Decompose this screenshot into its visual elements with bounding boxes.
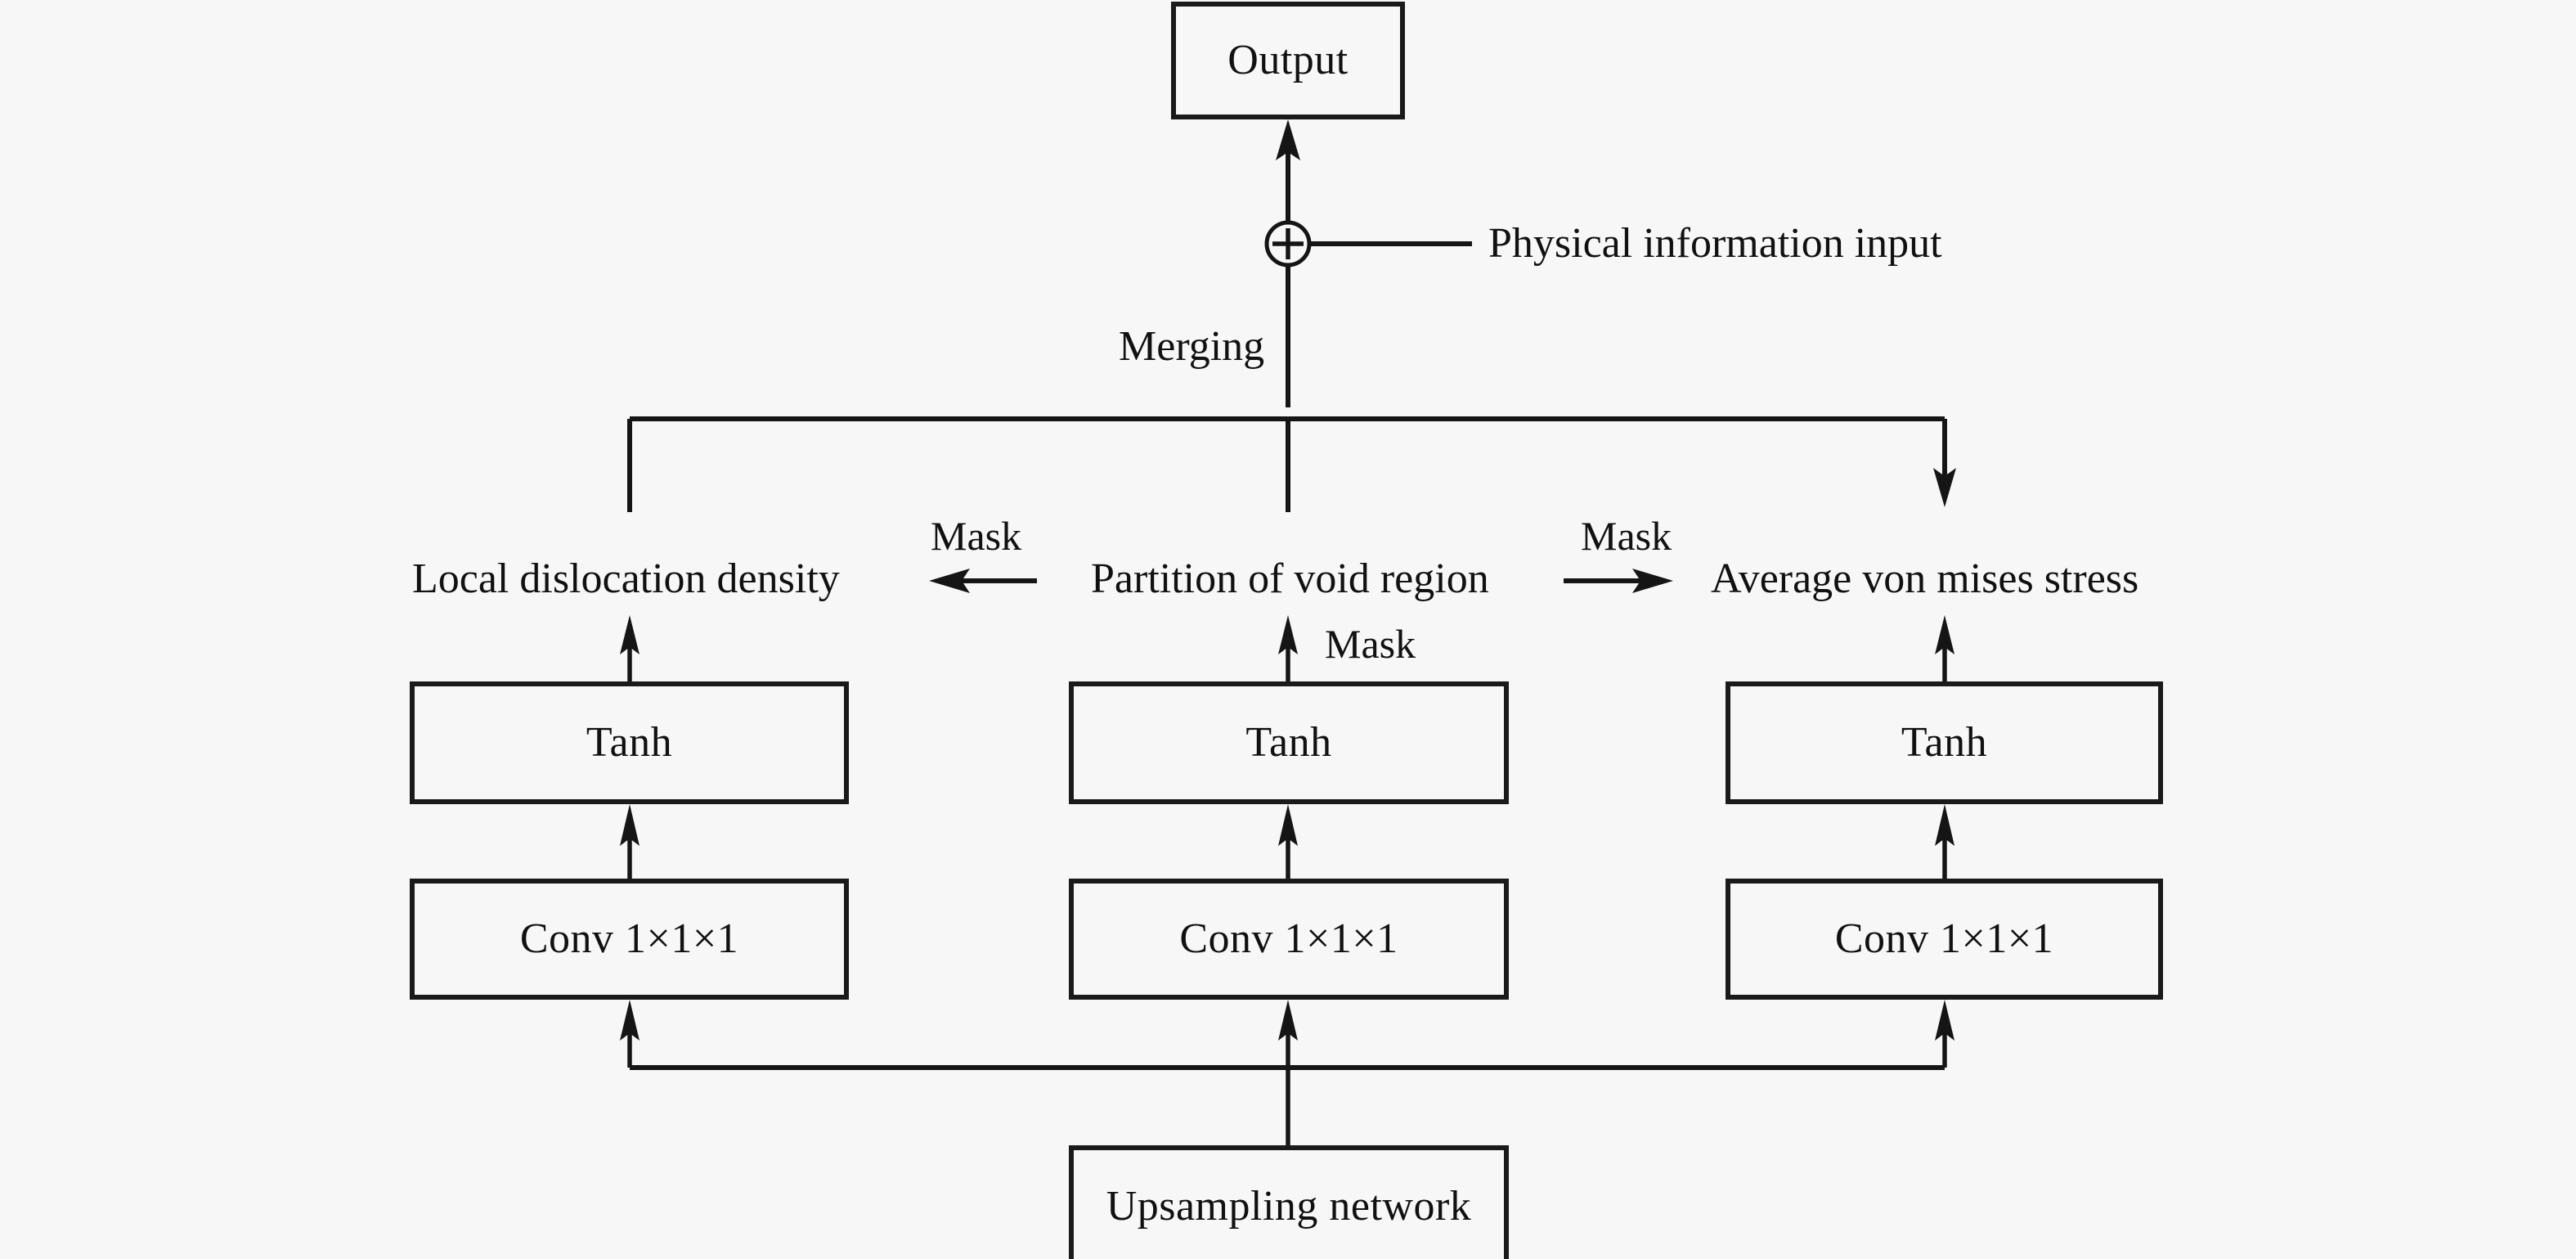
arrowhead-bus-right (1935, 1000, 1954, 1041)
tanh-box-center[interactable]: Tanh (1069, 681, 1509, 804)
tanh-left-label: Tanh (586, 719, 673, 766)
tanh-box-right[interactable]: Tanh (1726, 681, 2163, 804)
output-box[interactable]: Output (1171, 2, 1405, 119)
arrowhead-tanh-left (620, 615, 640, 654)
arrowhead-bus-left (620, 1000, 640, 1041)
conv-box-center[interactable]: Conv 1×1×1 (1069, 879, 1509, 1000)
conv-left-label: Conv 1×1×1 (519, 915, 739, 962)
upsampling-network-box[interactable]: Upsampling network (1069, 1145, 1509, 1259)
merging-label: Merging (1119, 323, 1265, 370)
tanh-box-left[interactable]: Tanh (410, 681, 849, 804)
arrowhead-tanh-right (1935, 615, 1954, 654)
arrowhead-tanh-center (1278, 615, 1298, 654)
mask-label-right: Mask (1581, 513, 1672, 559)
upsampling-network-label: Upsampling network (1106, 1183, 1472, 1230)
conv-box-right[interactable]: Conv 1×1×1 (1726, 879, 2163, 1000)
tanh-right-label: Tanh (1901, 719, 1988, 766)
output-box-label: Output (1227, 37, 1349, 83)
arrowhead-output (1276, 119, 1300, 160)
conv-box-left[interactable]: Conv 1×1×1 (410, 879, 849, 1000)
conv-right-label: Conv 1×1×1 (1834, 915, 2054, 962)
arrowhead-bus-center (1278, 1000, 1298, 1041)
arrowhead-mask-right (1632, 569, 1673, 593)
conv-center-label: Conv 1×1×1 (1179, 915, 1398, 962)
arrowhead-branch-right (1933, 468, 1956, 507)
tanh-center-label: Tanh (1245, 719, 1332, 766)
arrowhead-conv-left (620, 804, 640, 846)
mask-label-center-up: Mask (1325, 621, 1416, 667)
mask-label-left: Mask (931, 513, 1022, 559)
arrowhead-conv-right (1935, 804, 1954, 846)
arrowhead-mask-left (929, 569, 970, 593)
arrowhead-conv-center (1278, 804, 1298, 846)
local-dislocation-density-label: Local dislocation density (412, 555, 840, 602)
physical-information-input-label: Physical information input (1488, 220, 1942, 267)
average-von-mises-stress-label: Average von mises stress (1711, 555, 2139, 602)
partition-of-void-region-label: Partition of void region (1091, 555, 1489, 602)
